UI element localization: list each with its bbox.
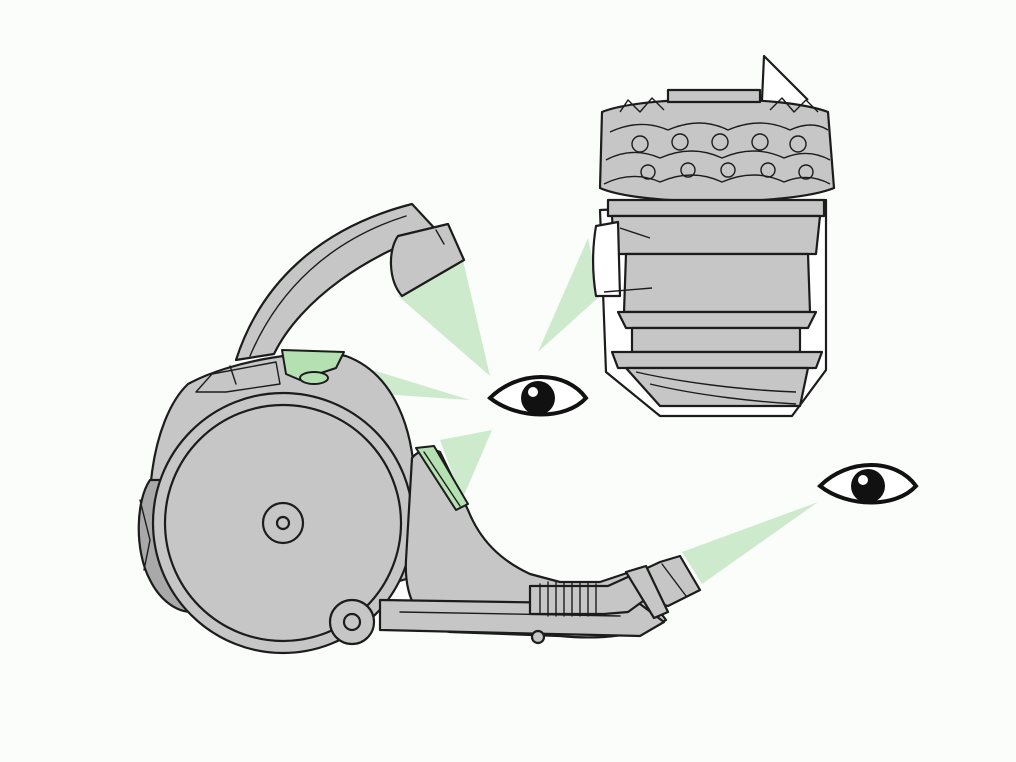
handle-icon [234, 202, 466, 362]
castor-wheel [328, 598, 376, 646]
beam-handle [398, 260, 490, 376]
beam-hose [682, 502, 818, 584]
catch-icon [415, 445, 469, 511]
eye-icon [816, 463, 919, 505]
cyclone-icon [591, 54, 836, 418]
vacuum-cleaner-icon [137, 202, 702, 655]
eye-icon [486, 375, 589, 417]
hose-icon [528, 554, 702, 620]
drum-wheel [151, 391, 415, 655]
button-icon [195, 349, 345, 393]
beam-catch [440, 430, 492, 500]
beam-cyclone [538, 238, 600, 352]
